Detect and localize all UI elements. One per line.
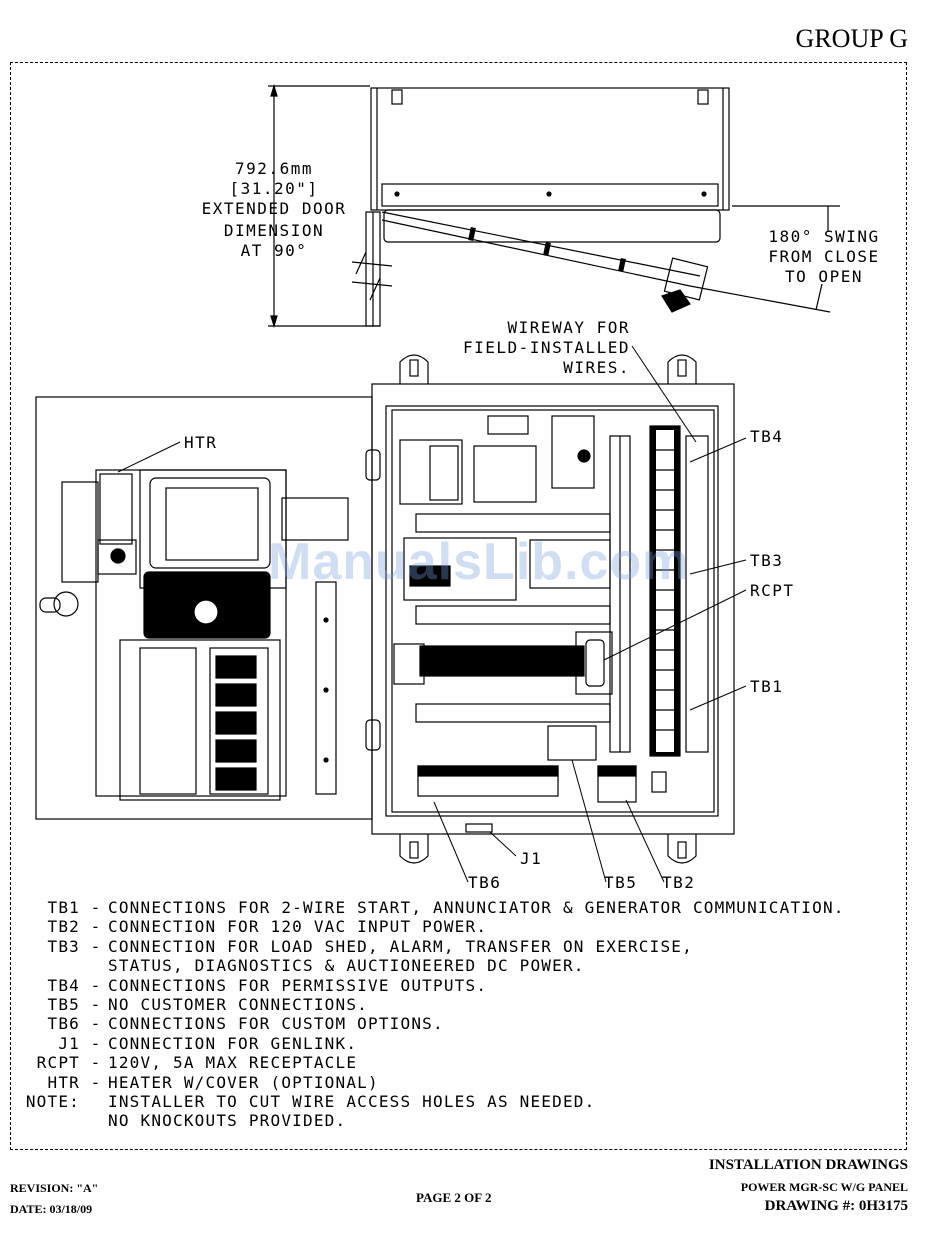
note-text: INSTALLER TO CUT WIRE ACCESS HOLES AS NE… xyxy=(108,1092,596,1112)
note-key: NOTE: xyxy=(25,1092,80,1112)
notes-legend: TB1-CONNECTIONS FOR 2-WIRE START, ANNUNC… xyxy=(18,898,845,1131)
dim-line-4: DIMENSION xyxy=(224,221,324,240)
note-key: TB6 xyxy=(47,1014,80,1034)
note-key: TB2 xyxy=(47,917,80,937)
drawing-number: DRAWING #: 0H3175 xyxy=(764,1198,908,1214)
note-row: HTR-HEATER W/COVER (OPTIONAL) xyxy=(18,1073,845,1092)
dim-line-3: EXTENDED DOOR xyxy=(202,199,347,218)
swing-line-2: FROM CLOSE xyxy=(768,247,879,266)
tb6-label: TB6 xyxy=(468,873,501,892)
note-key: TB3 xyxy=(47,936,80,956)
note-dash: - xyxy=(90,1053,102,1073)
note-row: TB2-CONNECTION FOR 120 VAC INPUT POWER. xyxy=(18,917,845,936)
rcpt-label: RCPT xyxy=(750,581,795,600)
note-dash: - xyxy=(90,995,102,1015)
note-dash: - xyxy=(90,1072,102,1092)
enclosure xyxy=(371,354,735,864)
revision: REVISION: "A" xyxy=(10,1181,99,1195)
note-key: J1 xyxy=(58,1033,80,1053)
swing-line-1: 180° SWING xyxy=(768,227,879,246)
note-row: NOTE: INSTALLER TO CUT WIRE ACCESS HOLES … xyxy=(18,1092,845,1111)
door-panel xyxy=(35,396,381,820)
wireway-line-2: FIELD-INSTALLED xyxy=(463,338,630,357)
note-text: NO CUSTOMER CONNECTIONS. xyxy=(108,995,368,1015)
note-key: HTR xyxy=(47,1072,80,1092)
footer-title: INSTALLATION DRAWINGS xyxy=(708,1157,908,1173)
top-view xyxy=(268,83,840,329)
j1-label: J1 xyxy=(520,849,542,868)
note-key: TB5 xyxy=(47,995,80,1015)
note-text: CONNECTIONS FOR 2-WIRE START, ANNUNCIATO… xyxy=(108,898,845,917)
note-dash: - xyxy=(90,936,102,956)
tb2-label: TB2 xyxy=(662,873,695,892)
wireway-line-1: WIREWAY FOR xyxy=(508,318,630,337)
note-row: RCPT-120V, 5A MAX RECEPTACLE xyxy=(18,1053,845,1072)
note-row-continued: STATUS, DIAGNOSTICS & AUCTIONEERED DC PO… xyxy=(18,956,845,975)
note-dash: - xyxy=(90,1014,102,1034)
htr-label: HTR xyxy=(184,433,217,452)
tb1-label: TB1 xyxy=(750,677,783,696)
note-row-continued: NO KNOCKOUTS PROVIDED. xyxy=(18,1111,845,1130)
note-row: TB5-NO CUSTOMER CONNECTIONS. xyxy=(18,995,845,1014)
note-text: CONNECTIONS FOR CUSTOM OPTIONS. xyxy=(108,1014,444,1034)
swing-line-3: TO OPEN xyxy=(785,267,863,286)
note-text: HEATER W/COVER (OPTIONAL) xyxy=(108,1072,379,1092)
footer-subtitle: POWER MGR-SC W/G PANEL xyxy=(740,1180,908,1194)
drawing-frame xyxy=(10,62,907,1150)
note-row: TB6-CONNECTIONS FOR CUSTOM OPTIONS. xyxy=(18,1014,845,1033)
note-dash xyxy=(84,1092,108,1111)
note-dash: - xyxy=(90,975,102,995)
note-row: TB1-CONNECTIONS FOR 2-WIRE START, ANNUNC… xyxy=(18,898,845,917)
wireway-line-3: WIRES. xyxy=(563,358,630,377)
note-text: CONNECTION FOR GENLINK. xyxy=(108,1033,358,1053)
group-title: GROUP G xyxy=(795,24,908,53)
dim-line-5: AT 90° xyxy=(241,241,308,260)
note-text: CONNECTION FOR 120 VAC INPUT POWER. xyxy=(108,917,488,937)
page-number: PAGE 2 OF 2 xyxy=(416,1190,492,1205)
note-key: TB4 xyxy=(47,975,80,995)
note-dash: - xyxy=(90,1033,102,1053)
note-text: CONNECTIONS FOR PERMISSIVE OUTPUTS. xyxy=(108,975,488,995)
leader-lines xyxy=(117,345,747,883)
note-text-continued: NO KNOCKOUTS PROVIDED. xyxy=(108,1111,347,1131)
note-key: RCPT xyxy=(36,1053,80,1073)
dim-line-1: 792.6mm xyxy=(235,159,313,178)
note-text: 120V, 5A MAX RECEPTACLE xyxy=(108,1053,358,1073)
tb4-label: TB4 xyxy=(750,427,783,446)
note-row: J1-CONNECTION FOR GENLINK. xyxy=(18,1034,845,1053)
note-dash: - xyxy=(90,917,102,937)
dim-line-2: [31.20"] xyxy=(229,179,318,198)
note-key: TB1 xyxy=(47,898,80,917)
note-text: CONNECTION FOR LOAD SHED, ALARM, TRANSFE… xyxy=(108,936,693,956)
note-row: TB3-CONNECTION FOR LOAD SHED, ALARM, TRA… xyxy=(18,937,845,956)
tb3-label: TB3 xyxy=(750,551,783,570)
tb5-label: TB5 xyxy=(604,873,637,892)
note-text-continued: STATUS, DIAGNOSTICS & AUCTIONEERED DC PO… xyxy=(108,956,585,976)
note-dash: - xyxy=(90,898,102,917)
labels: 792.6mm [31.20"] EXTENDED DOOR DIMENSION… xyxy=(184,159,879,892)
watermark: ManualsLib.com xyxy=(268,533,690,591)
date: DATE: 03/18/09 xyxy=(10,1202,93,1216)
note-row: TB4-CONNECTIONS FOR PERMISSIVE OUTPUTS. xyxy=(18,976,845,995)
